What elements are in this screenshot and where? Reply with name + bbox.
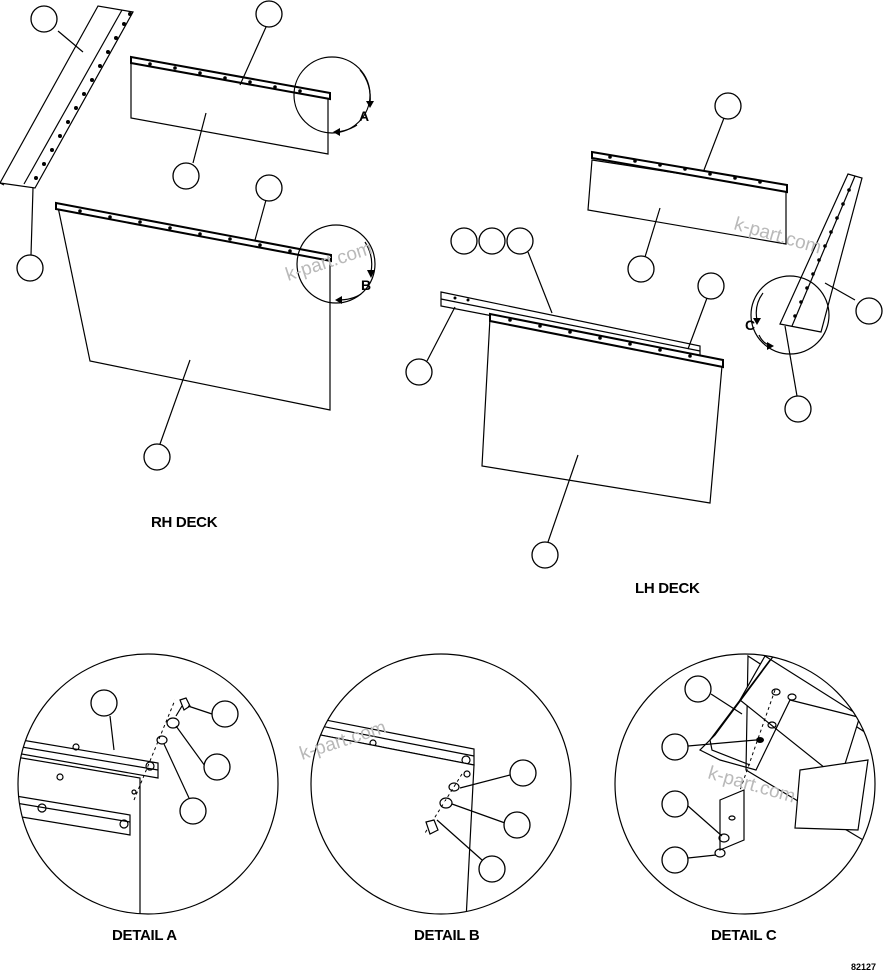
callout-bubble [172,162,200,190]
callout-bubble [255,0,283,28]
callout-bubble [855,297,883,325]
callout-bubble [16,254,44,282]
rh-deck-label: RH DECK [151,514,218,531]
detail-b-label: DETAIL B [414,927,480,944]
callout-bubble [531,541,559,569]
callout-bubble [714,92,742,120]
callout-bubble [30,5,58,33]
detail-b-letter: B [361,277,371,293]
callout-bubble [506,227,534,255]
rh-deck-group: A B RH DECK [0,0,376,531]
detail-a-arrow [359,69,371,105]
detail-c-label: DETAIL C [711,927,777,944]
detail-a-view: DETAIL A [17,653,279,944]
callout-bubble [255,174,283,202]
detail-c-view: DETAIL C [614,653,876,944]
detail-a-label: DETAIL A [112,927,177,944]
detail-a-letter: A [359,108,369,124]
detail-c-letter: C [745,317,755,333]
rh-main-baffle [55,201,332,411]
lh-main-baffle [481,312,724,504]
detail-b-circle [296,224,376,304]
drawing-number: 82127 [851,962,876,972]
rh-callouts [16,0,283,471]
lh-deck-group: C LH DECK [405,92,883,597]
rh-angle-rail [0,5,134,189]
lh-callouts [405,92,883,569]
detail-a-arrowhead [366,101,374,108]
callout-bubble [405,358,433,386]
callout-bubble [697,272,725,300]
callout-bubble [143,443,171,471]
detail-b-view: DETAIL B [310,653,572,944]
rh-upper-baffle [130,55,331,155]
callout-bubble [627,255,655,283]
lh-upper-baffle [587,150,788,245]
lh-deck-label: LH DECK [635,580,700,597]
callout-bubble [450,227,478,255]
callout-bubble [784,395,812,423]
callout-bubble [478,227,506,255]
lh-angle-rail [779,173,863,333]
